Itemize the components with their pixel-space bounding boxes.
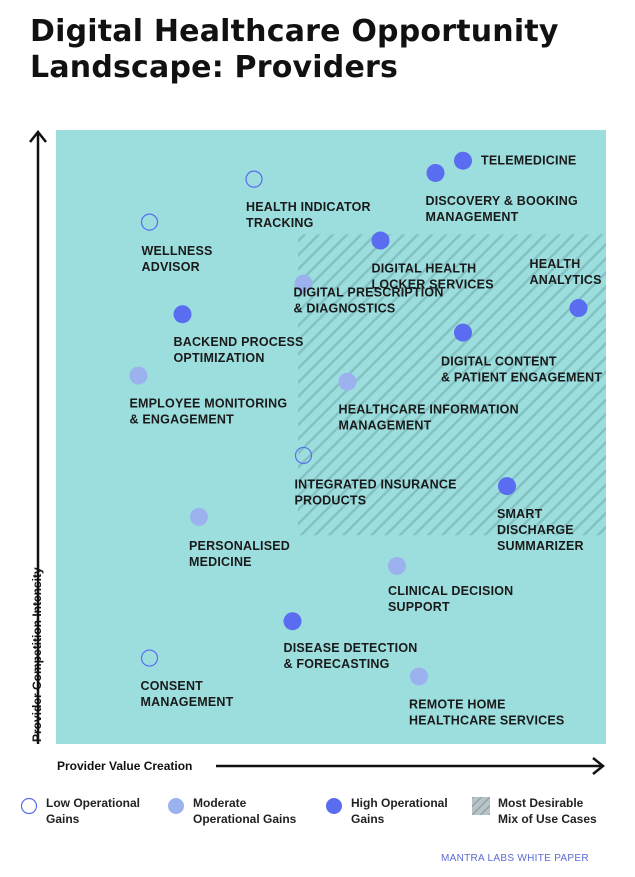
point-label-line: TELEMEDICINE: [481, 154, 576, 168]
point-label: CONSENT MANAGEMENT: [141, 679, 234, 709]
point-label-line: HEALTH: [530, 257, 581, 271]
point-label-line: DIGITAL CONTENT: [441, 355, 557, 369]
point-label-line: SMART: [497, 507, 543, 521]
point-label-line: ANALYTICS: [530, 273, 602, 287]
point-label: PERSONALISED MEDICINE: [189, 539, 290, 569]
point-label-line: MANAGEMENT: [339, 419, 432, 433]
x-axis-label: Provider Value Creation: [57, 759, 192, 773]
point-label: DISEASE DETECTION & FORECASTING: [284, 641, 418, 671]
point-label: REMOTE HOME HEALTHCARE SERVICES: [409, 697, 564, 727]
point-label-line: HEALTHCARE INFORMATION: [339, 403, 519, 417]
legend-moderate-circle-icon: [168, 798, 184, 814]
legend-moderate-line2: Operational Gains: [193, 812, 297, 826]
point-marker: [388, 556, 406, 575]
point-marker: [426, 163, 445, 182]
point-label: HEALTH ANALYTICS: [530, 257, 602, 287]
point-label-line: MANAGEMENT: [141, 695, 234, 709]
point-marker: [569, 299, 588, 318]
y-axis-arrowhead: [29, 129, 47, 143]
point-label-line: LOCKER SERVICES: [372, 278, 494, 292]
legend-desirable-line1: Most Desirable: [498, 796, 584, 810]
point-label-line: CLINICAL DECISION: [388, 584, 513, 598]
point-marker: [140, 213, 159, 231]
point-marker: [173, 305, 192, 324]
point-label: WELLNESS ADVISOR: [142, 244, 213, 274]
point-label-line: PERSONALISED: [189, 539, 290, 553]
point-label: BACKEND PROCESS OPTIMIZATION: [174, 335, 304, 365]
point-label-line: WELLNESS: [142, 244, 213, 258]
point-label-line: REMOTE HOME: [409, 697, 506, 711]
point-marker: [129, 366, 148, 385]
legend-hatch-square-icon: [472, 797, 490, 815]
point-label-line: HEALTH INDICATOR: [246, 200, 371, 214]
point-label: DIGITAL PRESCRIPTION & DIAGNOSTICS: [294, 286, 444, 316]
point-marker: [410, 667, 428, 686]
point-label-line: MEDICINE: [189, 555, 252, 569]
legend-low-circle-icon: [20, 797, 38, 815]
title-line-2: Landscape: Providers: [30, 50, 399, 85]
point-label-line: SUPPORT: [388, 600, 450, 614]
point-label: EMPLOYEE MONITORING & ENGAGEMENT: [130, 397, 288, 427]
point-label: HEALTH INDICATOR TRACKING: [246, 200, 371, 230]
point-label-line: DIGITAL HEALTH: [372, 262, 477, 276]
point-label-line: OPTIMIZATION: [174, 351, 265, 365]
legend-moderate-line1: Moderate: [193, 796, 247, 810]
legend-high-circle-icon: [326, 798, 342, 814]
point-label: DIGITAL CONTENT & PATIENT ENGAGEMENT: [441, 355, 602, 385]
point-label-line: EMPLOYEE MONITORING: [130, 397, 288, 411]
legend-high-line1: High Operational: [351, 796, 448, 810]
footer-credit: MANTRA LABS WHITE PAPER: [441, 853, 589, 864]
point-marker: [294, 274, 313, 293]
point-label: HEALTHCARE INFORMATION MANAGEMENT: [339, 403, 519, 433]
point-marker: [245, 170, 263, 188]
point-label: TELEMEDICINE: [481, 154, 576, 168]
point-label-line: MANAGEMENT: [426, 210, 519, 224]
point-label: DIGITAL HEALTH LOCKER SERVICES: [372, 262, 494, 292]
legend-low-line2: Gains: [46, 812, 80, 826]
point-label: DISCOVERY & BOOKING MANAGEMENT: [426, 194, 578, 224]
point-label-line: PRODUCTS: [295, 493, 367, 507]
point-marker: [283, 612, 302, 631]
point-marker: [294, 446, 313, 465]
point-label-line: CONSENT: [141, 679, 204, 693]
y-axis-label: Provider Competition Intensity: [30, 567, 44, 742]
point-marker: [140, 649, 159, 667]
point-marker: [498, 477, 516, 496]
point-label-line: & DIAGNOSTICS: [294, 302, 396, 316]
page-title: Digital Healthcare Opportunity Landscape…: [30, 14, 620, 86]
point-marker: [338, 372, 357, 391]
legend-desirable-line2: Mix of Use Cases: [498, 812, 597, 826]
point-label-line: BACKEND PROCESS: [174, 335, 304, 349]
point-marker: [454, 151, 472, 170]
point-marker: [454, 323, 472, 342]
point-marker: [190, 507, 208, 526]
point-label-line: DIGITAL PRESCRIPTION: [294, 286, 444, 300]
point-label-line: & ENGAGEMENT: [130, 413, 235, 427]
point-label-line: HEALTHCARE SERVICES: [409, 713, 564, 727]
point-label-line: TRACKING: [246, 216, 314, 230]
legend-low-line1: Low Operational: [46, 796, 141, 810]
point-label: CLINICAL DECISION SUPPORT: [388, 584, 513, 614]
point-label-line: DISCHARGE: [497, 523, 574, 537]
point-label-line: & PATIENT ENGAGEMENT: [441, 371, 602, 385]
point-label-line: SUMMARIZER: [497, 539, 584, 553]
point-label: SMART DISCHARGE SUMMARIZER: [497, 507, 584, 553]
point-label-line: DISCOVERY & BOOKING: [426, 194, 578, 208]
point-label-line: DISEASE DETECTION: [284, 641, 418, 655]
point-marker: [371, 231, 390, 250]
point-label-line: ADVISOR: [142, 260, 200, 274]
point-label-line: INTEGRATED INSURANCE: [295, 477, 457, 491]
point-label-line: & FORECASTING: [284, 657, 390, 671]
legend-high-line2: Gains: [351, 812, 385, 826]
x-axis-arrowhead: [592, 757, 606, 775]
title-line-1: Digital Healthcare Opportunity: [30, 14, 559, 49]
point-label: INTEGRATED INSURANCE PRODUCTS: [295, 477, 457, 507]
